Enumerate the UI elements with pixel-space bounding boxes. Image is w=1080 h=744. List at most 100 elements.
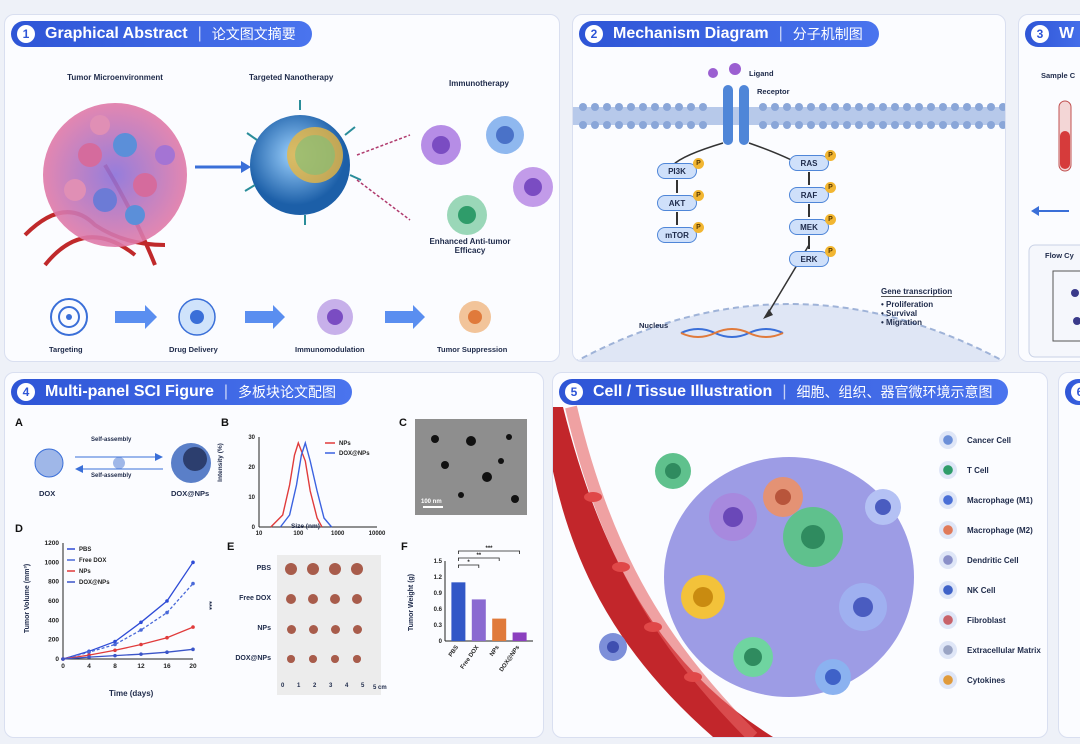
panel-header: 6 — [1065, 379, 1080, 405]
data-point — [139, 620, 143, 625]
legend-item: Cytokines — [939, 671, 1005, 689]
x-tick-label: NPs — [489, 644, 501, 658]
y-tick-label: 800 — [48, 579, 59, 586]
gene-title: Gene transcription — [881, 287, 953, 297]
phospho-badge: P — [825, 246, 836, 257]
flow-label: Flow Cy — [1045, 251, 1074, 260]
pathway-arrow — [808, 236, 810, 249]
dendritic-cell-icon — [939, 551, 957, 569]
pathway-arrow — [808, 172, 810, 185]
data-point — [61, 657, 65, 661]
ruler-tick: 3 — [329, 683, 333, 689]
y-tick-label: 0 — [252, 525, 256, 531]
data-point — [191, 647, 195, 652]
chart-d-sig: *** — [204, 601, 214, 610]
panel-number: 5 — [565, 383, 583, 401]
panel-title: Multi-panel SCI Figure — [45, 383, 214, 400]
macrophage-m2-icon — [939, 521, 957, 539]
scale-bar-label: 100 nm — [421, 499, 442, 505]
chart-b-xlabel: Size (nm) — [291, 523, 320, 530]
t-cell-icon — [939, 461, 957, 479]
legend-label: T Cell — [967, 465, 989, 475]
x-tick-label: 16 — [163, 663, 171, 670]
cancer-cell-icon — [939, 431, 957, 449]
legend-item: T Cell — [939, 461, 989, 479]
subpanel-b-letter: B — [221, 417, 229, 429]
nucleus-label: Nucleus — [639, 321, 669, 330]
series-line-nps — [270, 440, 323, 528]
subpanel-f-letter: F — [401, 541, 408, 553]
legend-item: Macrophage (M1) — [939, 491, 1033, 509]
y-tick-label: 200 — [48, 637, 59, 644]
legend-label: NPs — [79, 569, 91, 575]
data-point — [139, 642, 143, 647]
legend-label: Fibroblast — [967, 615, 1006, 625]
self-assembly-illustration — [34, 443, 211, 483]
self-assembly-label: Self-assembly — [91, 437, 132, 443]
legend-item: NK Cell — [939, 581, 995, 599]
sample-label: Sample C — [1041, 71, 1076, 80]
tumor-sample — [351, 593, 363, 605]
tumor-row-label: NPs — [257, 625, 271, 632]
panel-number: 2 — [585, 25, 603, 43]
subpanel-d-letter: D — [15, 523, 23, 535]
x-tick-label: 10 — [256, 531, 263, 537]
data-point — [87, 650, 91, 655]
legend-label: PBS — [79, 547, 91, 553]
panel-title-cn: 多板块论文配图 — [238, 384, 337, 400]
phospho-badge: P — [825, 214, 836, 225]
legend-label: Cancer Cell — [967, 435, 1012, 445]
fibroblast-icon — [939, 611, 957, 629]
legend-label: Macrophage (M1) — [967, 495, 1033, 505]
panel-title: Cell / Tissue Illustration — [593, 383, 773, 400]
tumor-illustration — [23, 100, 553, 267]
data-point — [165, 610, 169, 615]
panel-number: 6 — [1071, 383, 1080, 401]
significance-bracket — [458, 557, 500, 561]
tumor-sample — [329, 593, 341, 605]
receptor-label: Receptor — [757, 87, 790, 96]
step-immunomodulation: Immunomodulation — [295, 345, 365, 354]
tumor-sample — [330, 624, 340, 634]
data-point — [113, 648, 117, 653]
tem-image — [415, 419, 527, 515]
x-tick-label: 4 — [87, 663, 91, 670]
panel-title: Mechanism Diagram — [613, 25, 769, 42]
legend-label: NPs — [339, 441, 351, 447]
gene-transcription-box: Gene transcription • Proliferation • Sur… — [881, 287, 953, 327]
tumor-label: Tumor Microenvironment — [67, 73, 163, 82]
legend-label: DOX@NPs — [79, 580, 110, 586]
data-point — [139, 652, 143, 656]
data-point — [191, 560, 195, 565]
subpanel-e-letter: E — [227, 541, 235, 553]
panel-cell-tissue: 5 Cell / Tissue Illustration | 细胞、组织、器官微… — [552, 372, 1048, 738]
panel-header: 5 Cell / Tissue Illustration | 细胞、组织、器官微… — [559, 379, 1009, 405]
bar-dox-nps — [512, 632, 527, 641]
data-point — [165, 635, 169, 640]
ruler-tick: 2 — [313, 683, 317, 689]
tumor-sample — [352, 624, 362, 634]
phospho-badge: P — [825, 182, 836, 193]
membrane-illustration — [573, 63, 1005, 361]
tumor-sample — [351, 563, 363, 575]
step-drug-delivery: Drug Delivery — [169, 345, 218, 354]
significance-label: *** — [485, 546, 493, 552]
immuno-label: Immunotherapy — [449, 79, 510, 88]
step-tumor-suppression: Tumor Suppression — [437, 345, 508, 354]
subpanel-c-letter: C — [399, 417, 407, 429]
tumor-row-label: Free DOX — [239, 595, 271, 602]
series-line-dox-nps — [62, 648, 194, 660]
y-tick-label: 30 — [248, 435, 255, 441]
panel-title: W — [1059, 25, 1075, 42]
x-tick-label: DOX@NPs — [499, 644, 522, 673]
data-point — [113, 639, 117, 644]
sample-tube-icon — [1028, 100, 1080, 358]
